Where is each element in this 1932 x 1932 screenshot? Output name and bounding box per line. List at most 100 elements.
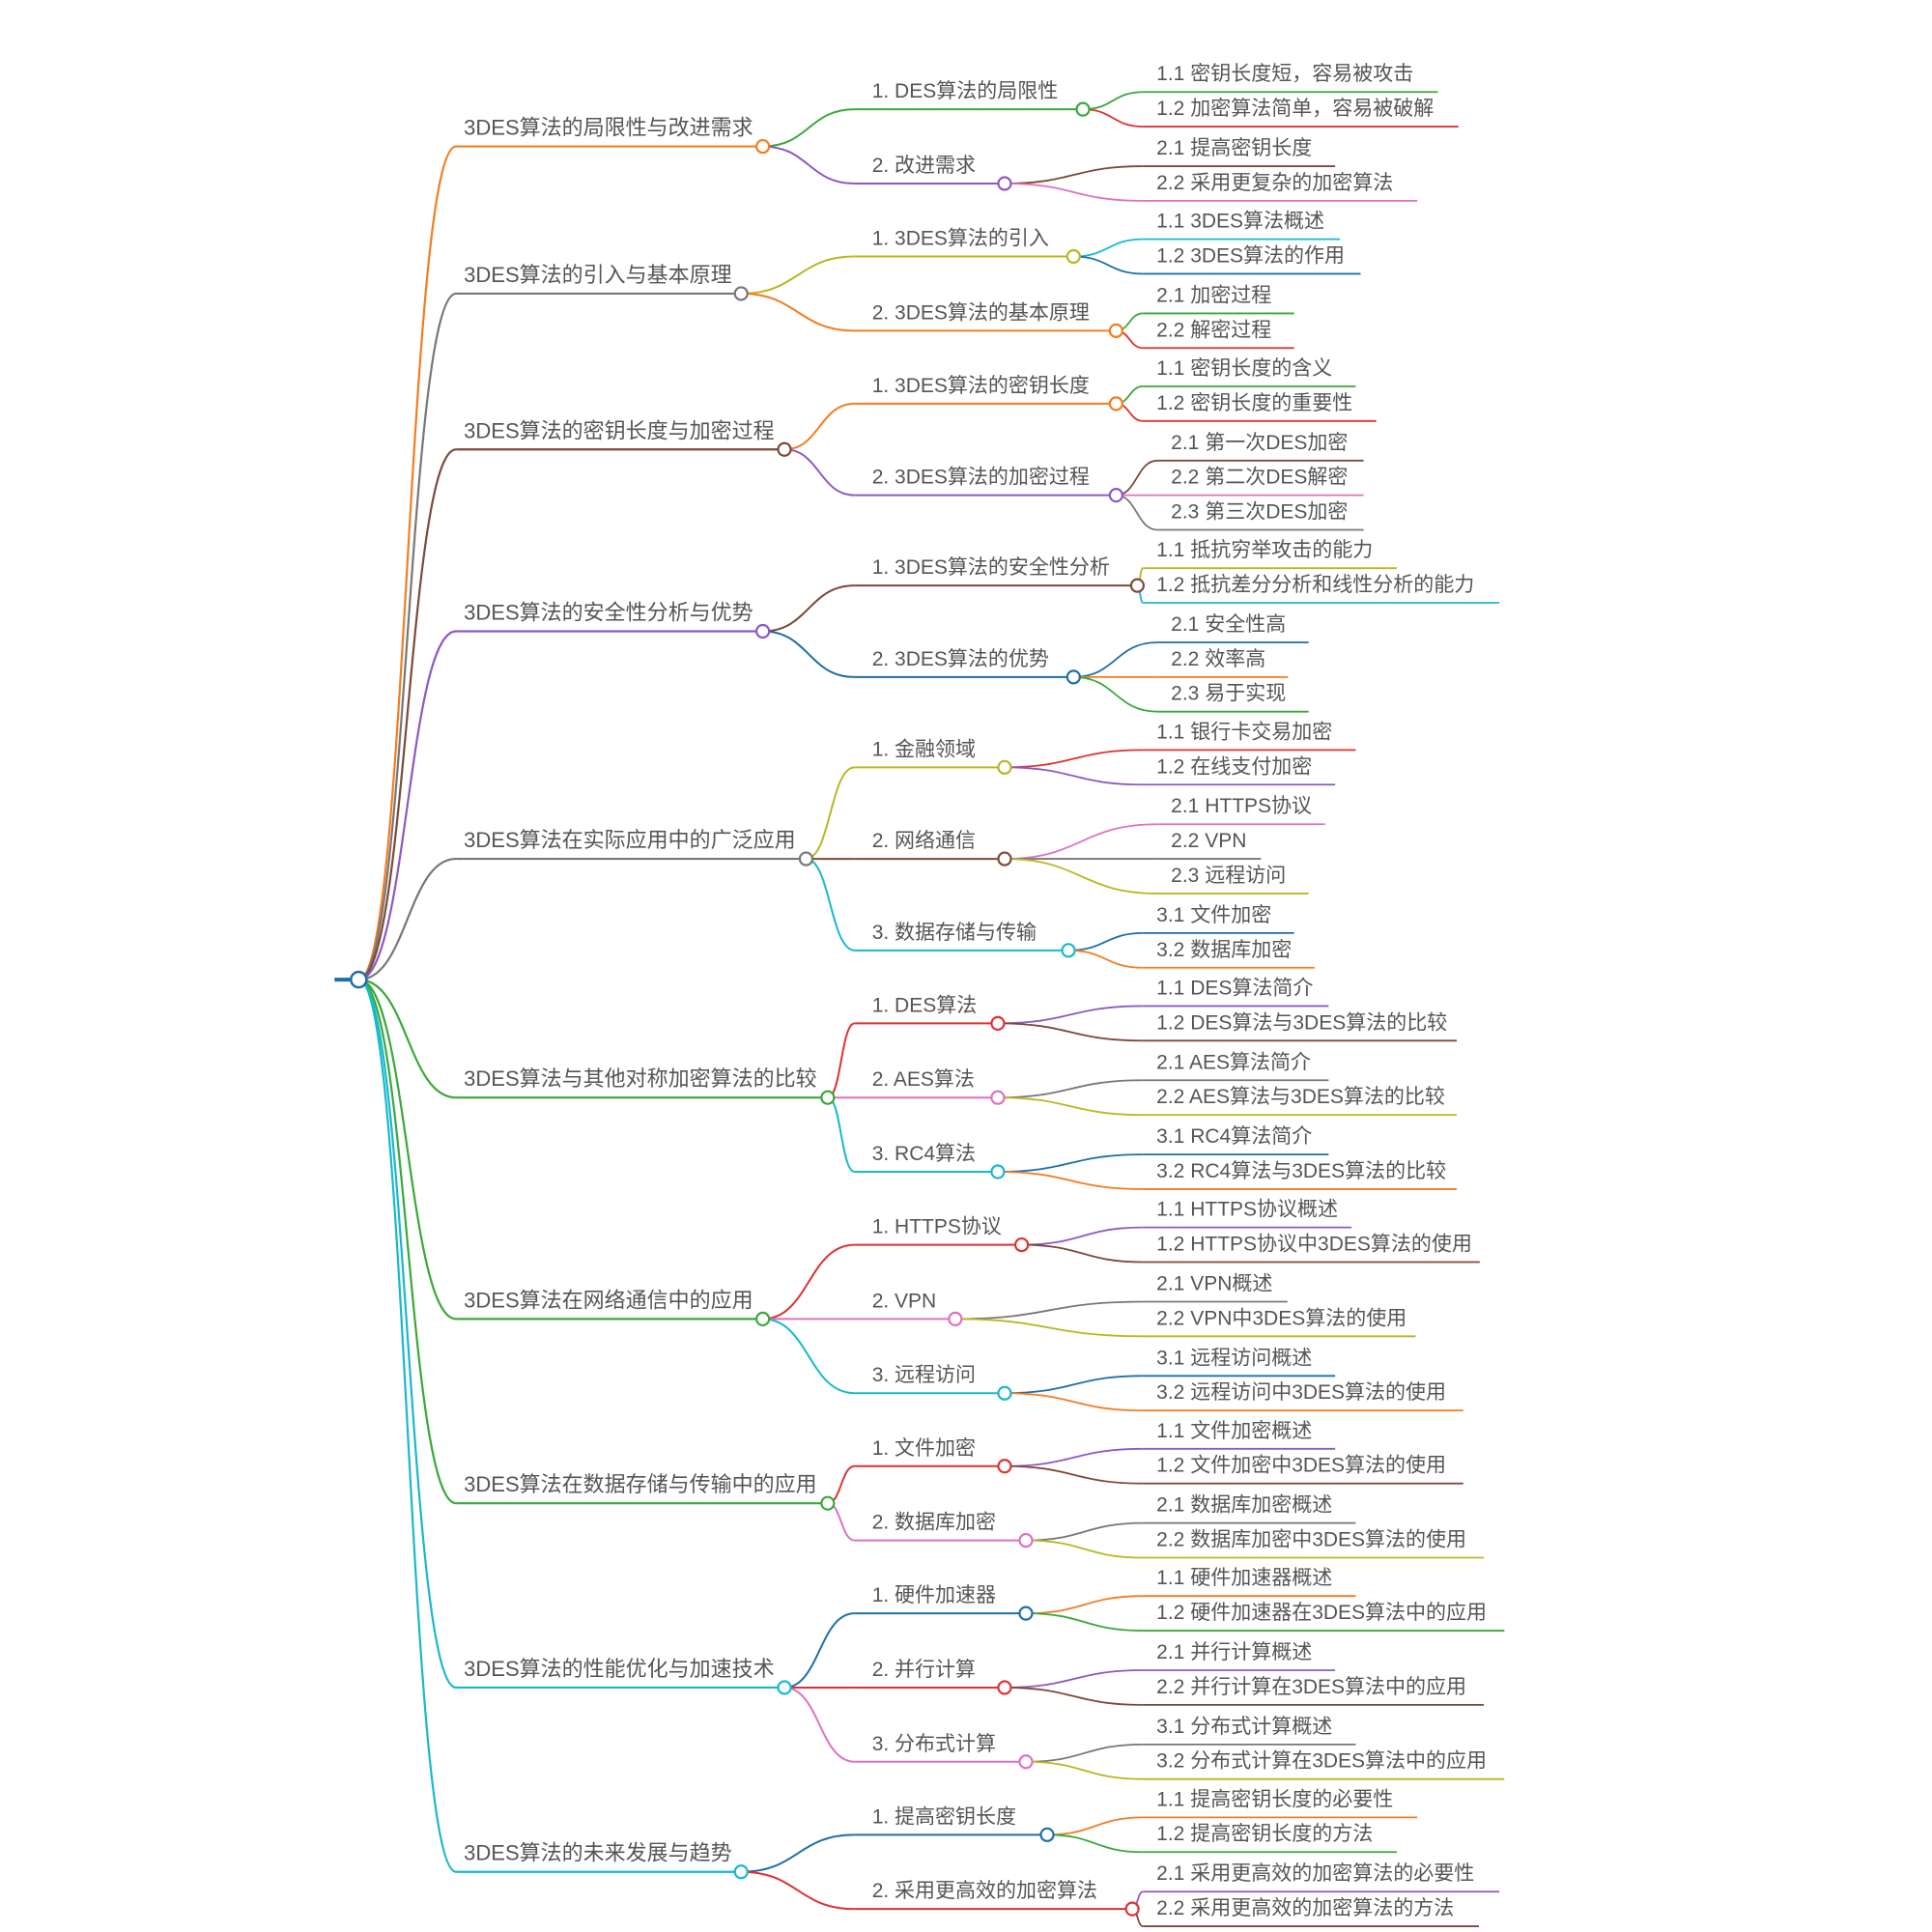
topic-label: 2. AES算法 [872,1068,975,1091]
topic-node[interactable] [1018,1532,1034,1548]
leaf-connector [1004,1669,1144,1689]
topic-node[interactable] [1039,1827,1055,1842]
topic-label: 1. 文件加密 [872,1437,976,1460]
topic-node[interactable] [1108,488,1123,503]
topic-node[interactable] [1108,396,1123,412]
leaf-connector [1021,1243,1144,1264]
topic-node[interactable] [1129,578,1146,593]
leaf-connector [1047,1816,1144,1836]
leaf-connector [1047,1833,1144,1854]
leaf-label: 1.2 DES算法与3DES算法的比较 [1156,1011,1447,1034]
topic-node[interactable] [1065,248,1081,265]
leaf-connector [1083,108,1144,128]
branch-connector [357,978,457,1873]
leaf-label: 2.2 AES算法与3DES算法的比较 [1156,1086,1445,1108]
branch-connector [357,292,457,981]
leaf-connector [1004,1464,1144,1485]
root-circle[interactable] [350,970,368,989]
topic-connector [741,255,855,295]
topic-connector [762,630,855,678]
topic-node[interactable] [997,1459,1012,1474]
topic-label: 1. 3DES算法的安全性分析 [872,556,1110,579]
leaf-label: 1.1 密钥长度短，容易被攻击 [1156,63,1413,85]
branch-node[interactable] [733,1864,749,1880]
topic-connector [784,402,855,451]
leaf-label: 1.1 3DES算法概述 [1156,211,1324,233]
leaf-connector [1068,949,1144,969]
leaf-label: 2.2 VPN [1171,830,1246,852]
topic-label: 2. VPN [872,1290,937,1312]
topic-connector [806,766,855,861]
topic-node[interactable] [1061,943,1076,958]
topic-node[interactable] [997,759,1012,775]
topic-node[interactable] [1065,669,1081,685]
leaf-connector [1004,1447,1144,1467]
branch-node[interactable] [820,1495,836,1511]
leaf-label: 1.1 文件加密概述 [1156,1420,1312,1442]
topic-node[interactable] [1124,1901,1140,1917]
leaf-connector [954,1300,1144,1321]
topic-label: 2. 3DES算法的基本原理 [872,301,1090,324]
node-layer: 3DES算法的局限性与改进需求 1. DES算法的局限性 1.1 密钥长度短，容易被… [464,63,1487,1919]
leaf-connector [997,1022,1144,1042]
leaf-label: 2.2 第二次DES解密 [1171,467,1348,489]
root-node[interactable] [334,970,368,989]
topic-node[interactable] [997,851,1012,867]
leaf-label: 1.1 提高密钥长度的必要性 [1156,1788,1393,1810]
topic-node[interactable] [948,1311,963,1326]
leaf-connector [1073,238,1144,258]
branch-label: 3DES算法的性能优化与加速技术 [464,1657,774,1681]
topic-label: 2. 3DES算法的加密过程 [872,467,1090,489]
branch-node[interactable] [798,851,814,867]
leaf-label: 3.2 RC4算法与3DES算法的比较 [1156,1160,1446,1182]
branch-node[interactable] [755,138,771,155]
branch-node[interactable] [820,1090,836,1105]
branch-connector [358,978,457,1505]
branch-connector [358,857,457,981]
branch-node[interactable] [733,286,749,301]
leaf-connector [1021,1226,1144,1246]
topic-node[interactable] [1018,1754,1034,1770]
topic-label: 1. HTTPS协议 [872,1216,1002,1238]
topic-label: 1. DES算法的局限性 [872,80,1059,102]
leaf-connector [1004,1687,1144,1706]
branch-node[interactable] [777,1680,792,1695]
topic-label: 3. 远程访问 [872,1364,976,1386]
branch-node[interactable] [755,1311,771,1326]
topic-label: 1. 提高密钥长度 [872,1805,1016,1828]
topic-node[interactable] [990,1090,1006,1105]
branch-connector [358,978,457,1321]
topic-node[interactable] [990,1015,1006,1031]
topic-node[interactable] [997,1385,1012,1401]
leaf-label: 3.2 远程访问中3DES算法的使用 [1156,1381,1446,1404]
topic-node[interactable] [1108,323,1123,338]
topic-label: 2. 数据库加密 [872,1512,996,1534]
leaf-connector [1004,1375,1144,1395]
topic-connector [762,145,855,185]
topic-connector [783,1686,855,1763]
leaf-label: 2.1 提高密钥长度 [1156,137,1312,159]
branch-node[interactable] [777,441,792,457]
branch-label: 3DES算法的局限性与改进需求 [464,116,753,140]
topic-label: 1. 3DES算法的密钥长度 [872,375,1090,397]
leaf-label: 2.1 数据库加密概述 [1156,1494,1332,1517]
leaf-label: 1.1 银行卡交易加密 [1156,721,1332,743]
topic-label: 1. DES算法 [872,994,978,1016]
topic-node[interactable] [997,1680,1012,1695]
topic-node[interactable] [1075,101,1091,117]
leaf-connector [1004,165,1144,185]
leaf-label: 2.1 并行计算概述 [1156,1641,1312,1663]
topic-node[interactable] [1018,1605,1034,1621]
topic-label: 3. 分布式计算 [872,1733,996,1755]
topic-node[interactable] [997,176,1012,191]
topic-connector [762,108,855,148]
leaf-label: 2.1 HTTPS协议 [1171,795,1312,817]
leaf-label: 2.1 安全性高 [1171,613,1286,636]
topic-label: 1. 3DES算法的引入 [872,228,1049,250]
leaf-connector [997,1005,1144,1025]
branch-node[interactable] [755,623,771,639]
topic-node[interactable] [1013,1236,1030,1253]
topic-node[interactable] [990,1164,1006,1179]
leaf-label: 2.2 采用更复杂的加密算法 [1156,172,1393,194]
